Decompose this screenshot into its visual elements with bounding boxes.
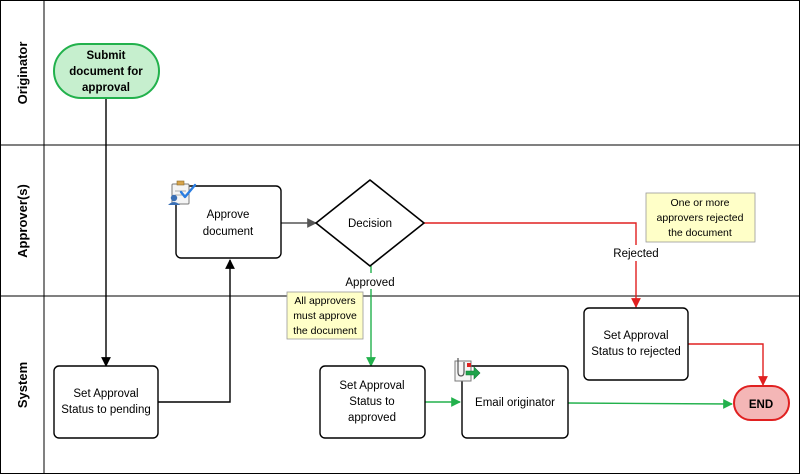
note-text-line: the document: [668, 227, 732, 239]
note-one-rejected: [645, 192, 756, 243]
task-node-set-pending[interactable]: [53, 365, 159, 439]
note-text-line: the document: [293, 325, 357, 337]
node-text-line: Submit: [87, 50, 126, 62]
note-text-line: must approve: [293, 310, 357, 322]
edge-label-bg: [606, 245, 666, 261]
end-label: END: [749, 399, 773, 411]
note-text-line: All approvers: [294, 295, 355, 307]
edge-email-to-end: [567, 399, 733, 409]
decision-label: Decision: [348, 218, 392, 230]
node-text-line: Email originator: [475, 397, 555, 409]
lane-label-originator: Originator: [15, 42, 30, 105]
node-text-line: Status to pending: [61, 404, 151, 416]
task-node-email-originator[interactable]: [461, 365, 569, 439]
task-node-approve-document[interactable]: [175, 185, 282, 259]
node-text-line: Status to rejected: [591, 346, 681, 358]
end-node[interactable]: [733, 385, 790, 421]
edge-decision-to-rejected: [424, 222, 641, 308]
edge-label-rejected: Rejected: [613, 248, 658, 260]
task-node-set-approved[interactable]: [319, 365, 426, 439]
edge-label-bg: [338, 273, 402, 289]
note-all-approvers: [286, 291, 364, 340]
node-text-line: Approve: [207, 209, 250, 221]
lane-label-approvers: Approver(s): [15, 184, 30, 258]
start-node-submit[interactable]: [53, 43, 160, 99]
node-text-line: Set Approval: [339, 380, 404, 392]
edge-rejected-to-end: [688, 343, 768, 386]
note-text-line: approvers rejected: [657, 212, 744, 224]
approver-checklist-icon: [168, 180, 197, 205]
node-text-line: document for: [69, 66, 143, 78]
edge-label-approved: Approved: [345, 277, 394, 289]
note-text-line: One or more: [671, 197, 730, 209]
email-attachment-icon: [454, 358, 481, 382]
node-text-line: document: [203, 226, 254, 238]
node-text-line: Set Approval: [73, 388, 138, 400]
task-node-set-rejected[interactable]: [583, 307, 689, 381]
node-text-line: approved: [348, 412, 396, 424]
edge-pending-to-approve: [158, 259, 235, 403]
decision-node[interactable]: [315, 179, 425, 267]
node-text-line: Set Approval: [603, 330, 668, 342]
node-text-line: Status to: [349, 396, 394, 408]
node-text-line: approval: [82, 82, 130, 94]
lane-label-system: System: [15, 362, 30, 408]
